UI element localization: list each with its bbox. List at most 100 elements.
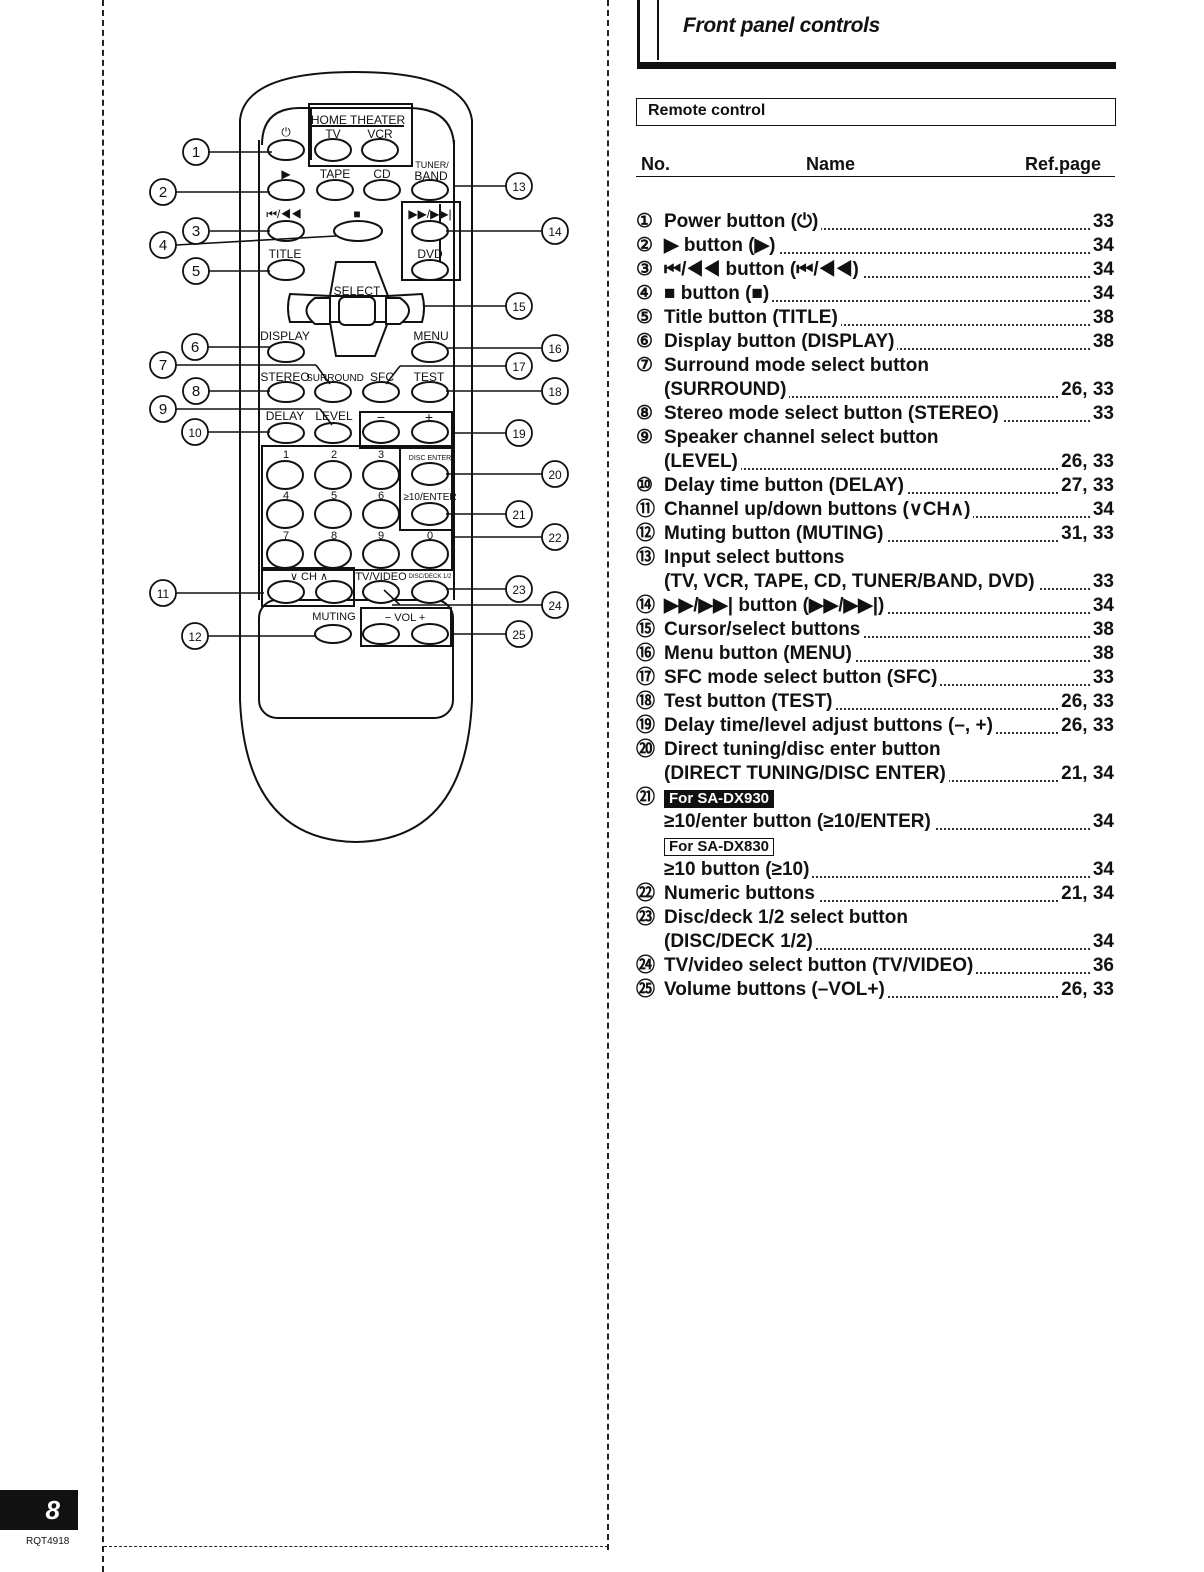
item-name-text: Delay time/level adjust buttons (–, +) [664, 715, 996, 736]
item-name-text: (TV, VCR, TAPE, CD, TUNER/BAND, DVD) [664, 571, 1038, 592]
callout-circle [181, 333, 209, 361]
item-ref-page: 21, 34 [1059, 882, 1114, 906]
label-tuner: TUNER/ [415, 160, 449, 170]
label-n4: 4 [283, 490, 289, 502]
item-number: ⑬ [636, 547, 656, 568]
item-name-text: Speaker channel select button [664, 427, 942, 448]
item-name-text: ≥10 button (≥10) [664, 859, 813, 880]
header-bar [637, 62, 1116, 69]
item-name-text: Surround mode select button [664, 355, 932, 376]
column-no: No. [641, 154, 670, 174]
label-dvd: DVD [417, 247, 443, 261]
dot-leader [664, 876, 1114, 878]
page-number: 8 [0, 1490, 78, 1530]
item-name-text: (LEVEL) [664, 451, 741, 472]
dot-leader [664, 228, 1114, 230]
callout-circle [505, 172, 533, 200]
item-name-text: Muting button (MUTING) [664, 523, 887, 544]
list-item: For SA-DX830 [636, 834, 1116, 858]
item-ref-page: 38 [1090, 642, 1114, 666]
label-ch: ∨ CH ∧ [290, 571, 328, 583]
callout-circle [149, 579, 177, 607]
callout-circle [182, 377, 210, 405]
list-item: (SURROUND)26, 33 [636, 378, 1116, 402]
item-name-text: Cursor/select buttons [664, 619, 864, 640]
label-tv-video: TV/VIDEO [355, 571, 407, 583]
callout-circle [541, 217, 569, 245]
item-name-text: Volume buttons (–VOL+) [664, 979, 888, 1000]
item-number: ⑦ [636, 355, 654, 376]
item-name-text: Channel up/down buttons (∨CH∧) [664, 499, 974, 520]
callout-number: 1 [192, 144, 200, 161]
list-item: ⑯ Menu button (MENU) 38 [636, 642, 1116, 666]
label-muting: MUTING [312, 611, 355, 623]
item-ref-page: 34 [1090, 594, 1114, 618]
label-select: SELECT [334, 284, 381, 298]
callout-circle [149, 231, 177, 259]
item-number: ⑲ [636, 715, 656, 736]
item-ref-page: 34 [1090, 858, 1114, 882]
callout-number: 19 [512, 427, 526, 441]
dot-leader [664, 612, 1114, 614]
label-tape: TAPE [320, 167, 350, 181]
label-n9: 9 [378, 530, 384, 542]
callout-leaders [175, 151, 542, 637]
item-name-text: SFC mode select button (SFC) [664, 667, 941, 688]
item-number: ⑯ [636, 643, 656, 664]
item-number: ⑪ [636, 499, 656, 520]
remote-control-diagram: ⏻ ▶ ⏮/◀◀ ■ ▶▶/▶▶| HOME THEATER TV VCR TU… [149, 70, 569, 844]
callout-circle [505, 500, 533, 528]
column-name: Name [806, 154, 856, 174]
item-name: Cursor/select buttons [664, 618, 864, 642]
label-menu: MENU [413, 329, 448, 343]
item-ref-page: 34 [1090, 930, 1114, 954]
item-name: (TV, VCR, TAPE, CD, TUNER/BAND, DVD) [664, 570, 1038, 594]
callout-circle [541, 460, 569, 488]
label-level: LEVEL [315, 409, 353, 423]
item-name: Power button (⏻) [664, 210, 822, 234]
callout-circle [149, 178, 177, 206]
center-divider-line [607, 0, 609, 1550]
item-ref-page: 38 [1090, 330, 1114, 354]
list-item: ⑦ Surround mode select button [636, 354, 1116, 378]
remote-top-panel [261, 107, 455, 146]
item-name-text: ▶ button (▶) [664, 235, 779, 256]
item-name-text: Stereo mode select button (STEREO) [664, 403, 1002, 424]
callout-circle [182, 217, 210, 245]
dot-leader [664, 636, 1114, 638]
callout-circle [181, 418, 209, 446]
callout-circle [149, 395, 177, 423]
item-number: ㉒ [636, 883, 656, 904]
label-n6: 6 [378, 490, 384, 502]
dot-leader [664, 396, 1114, 398]
document-code: RQT4918 [26, 1536, 70, 1547]
item-name: Menu button (MENU) [664, 642, 855, 666]
label-title: TITLE [269, 247, 302, 261]
dot-leader [664, 900, 1114, 902]
item-name: Title button (TITLE) [664, 306, 841, 330]
item-number: ⑩ [636, 475, 654, 496]
remote-body-outline [239, 70, 473, 844]
item-name: SFC mode select button (SFC) [664, 666, 941, 690]
callout-number: 3 [192, 223, 200, 240]
item-number: ⑨ [636, 427, 654, 448]
item-name-text: ■ button (■) [664, 283, 773, 304]
item-number: ① [636, 211, 654, 232]
label-tv: TV [325, 127, 340, 141]
callout-circle [505, 575, 533, 603]
item-name-text: Test button (TEST) [664, 691, 836, 712]
volume-group [360, 607, 452, 647]
item-number: ㉓ [636, 907, 656, 928]
item-name: Speaker channel select button [664, 426, 942, 450]
label-disc-enter: DISC ENTER [409, 455, 451, 462]
item-name-text: Delay time button (DELAY) [664, 475, 907, 496]
